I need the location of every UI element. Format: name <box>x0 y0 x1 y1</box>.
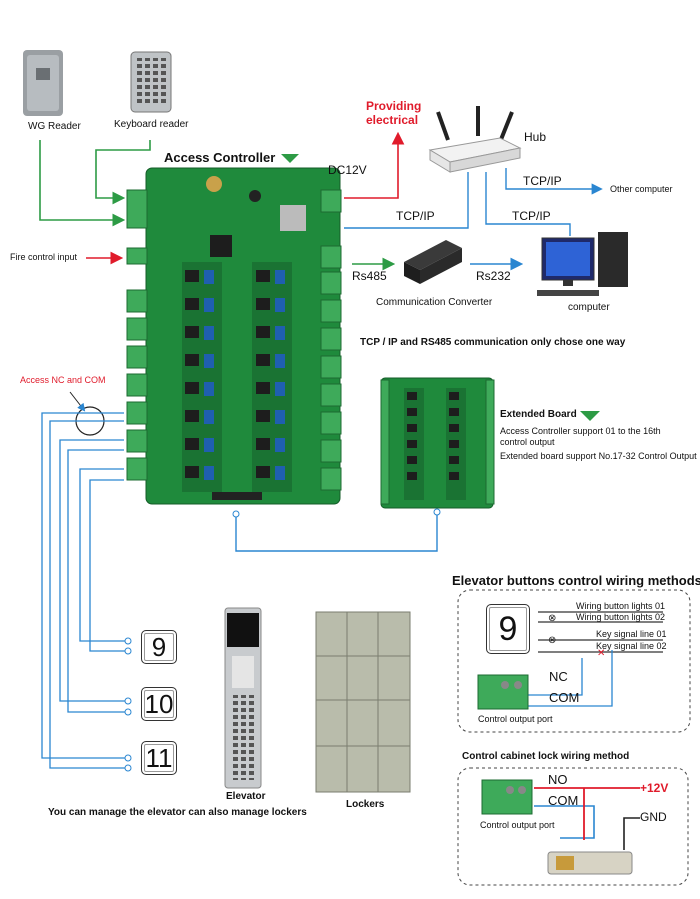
wiring-line-4: Key signal line 02 <box>596 641 667 651</box>
floor-button-11: 11 <box>141 741 177 775</box>
tcpip-wire-computer <box>485 172 571 236</box>
lockers-label: Lockers <box>346 799 385 810</box>
elevator-wiring-button: 9 <box>486 604 530 654</box>
svg-text:✕: ✕ <box>597 648 605 659</box>
lock-wiring-box <box>457 767 689 886</box>
rs232-label: Rs232 <box>476 269 511 283</box>
elevator-wiring-box <box>457 589 691 733</box>
svg-text:⊗: ⊗ <box>548 613 556 624</box>
keyboard-reader-label: Keyboard reader <box>114 119 189 130</box>
lock-wiring-title: Control cabinet lock wiring method <box>462 751 630 762</box>
keyboard-wire <box>95 140 151 205</box>
wg-reader-device <box>23 50 63 116</box>
tcpip-label-1: TCP/IP <box>523 174 562 188</box>
tcpip-wire-main <box>344 172 469 229</box>
wiring-line-1: Wiring button lights 01 <box>576 601 666 611</box>
elevator-terminal <box>477 674 529 710</box>
ext-support-note-1: Access Controller support 01 to the 16th… <box>500 426 661 447</box>
communication-converter-device <box>404 240 462 284</box>
floor-wires <box>41 412 126 769</box>
computer-label: computer <box>568 302 610 313</box>
hub-device <box>428 106 522 173</box>
elevator-panel <box>224 607 262 789</box>
manage-note: You can manage the elevator can also man… <box>48 807 307 818</box>
computer-device <box>537 232 628 296</box>
one-way-note: TCP / IP and RS485 communication only ch… <box>360 337 626 348</box>
lock-no-label: NO <box>548 772 568 787</box>
lock-terminal <box>481 779 533 815</box>
wg-wire <box>39 140 126 227</box>
providing-electrical-label: Providing electrical <box>366 99 422 127</box>
hub-label: Hub <box>524 130 547 144</box>
wiring-line-2: Wiring button lights 02 <box>576 612 666 622</box>
lock-wire-gnd <box>623 817 640 850</box>
lock-wire-com <box>534 805 595 839</box>
extended-board <box>380 377 600 509</box>
extended-board-title: Extended Board <box>500 409 577 420</box>
elevator-wiring-title: Elevator buttons control wiring methods <box>452 573 700 588</box>
tcpip-label-3: TCP/IP <box>512 209 551 223</box>
access-nc-com-label: Access NC and COM <box>20 375 106 385</box>
rs485-label: Rs485 <box>352 269 387 283</box>
lockers-cabinet <box>315 611 411 793</box>
elevator-com-label: COM <box>549 690 580 705</box>
other-computer-label: Other computer <box>610 184 673 194</box>
converter-label: Communication Converter <box>376 297 493 308</box>
svg-text:⊗: ⊗ <box>548 635 556 646</box>
wiring-line-3: Key signal line 01 <box>596 629 667 639</box>
lock-port-label: Control output port <box>480 820 555 830</box>
fire-control-label: Fire control input <box>10 252 78 262</box>
wg-reader-label: WG Reader <box>28 121 81 132</box>
keyboard-reader-device <box>130 51 172 113</box>
elevator-wiring-lines <box>528 611 663 707</box>
lock-12v-label: +12V <box>640 781 669 795</box>
ext-support-note-2: Extended board support No.17-32 Control … <box>500 451 697 461</box>
floor-button-10: 10 <box>141 687 177 721</box>
access-controller-title: Access Controller <box>164 150 276 165</box>
elevator-nc-label: NC <box>549 669 568 684</box>
lock-gnd-label: GND <box>640 810 667 824</box>
power-wire <box>344 131 405 199</box>
access-controller-board <box>126 154 342 505</box>
lock-com-label: COM <box>548 793 579 808</box>
elevator-port-label: Control output port <box>478 714 553 724</box>
floor-button-9: 9 <box>141 630 177 664</box>
elevator-label: Elevator <box>226 791 266 802</box>
tcpip-label-2: TCP/IP <box>396 209 435 223</box>
tcpip-wire-other <box>505 168 603 195</box>
lock-device <box>547 851 633 875</box>
dc12v-label: DC12V <box>328 163 367 177</box>
expansion-link <box>235 514 438 552</box>
